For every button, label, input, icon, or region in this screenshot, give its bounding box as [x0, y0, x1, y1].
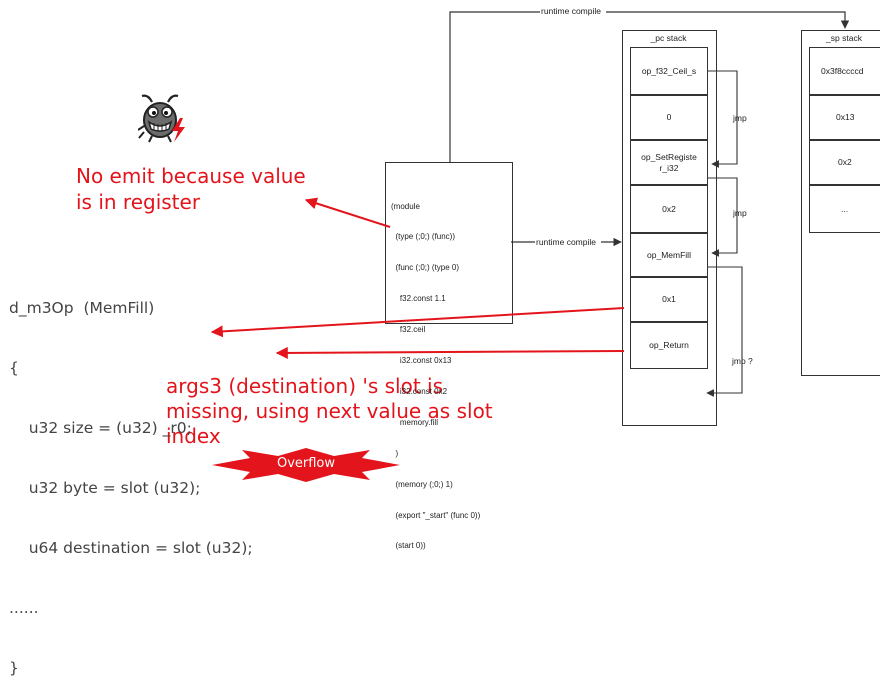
- pc-stack-cell: op_MemFill: [630, 233, 708, 277]
- sp-stack-cell: 0x13: [809, 95, 880, 140]
- overflow-label: Overflow: [276, 456, 336, 471]
- sp-stack-cell: 0x3f8ccccd: [809, 47, 880, 95]
- missing-note-line2: missing, using next value as slot: [166, 399, 493, 423]
- code-line: }: [9, 659, 19, 677]
- missing-slot-note: args3 (destination) 's slot is missing, …: [166, 374, 493, 449]
- register-note-line1: No emit because value: [76, 164, 306, 188]
- sp-stack-cell: ...: [809, 185, 880, 233]
- pc-stack-cell: 0x2: [630, 185, 708, 233]
- wat-line: (start 0)): [391, 541, 426, 551]
- register-note-line2: is in register: [76, 190, 201, 214]
- register-arrow: [304, 197, 391, 228]
- wat-line: (module: [391, 201, 420, 211]
- pc-stack-cell: 0x1: [630, 277, 708, 322]
- code-line: u32 size = (u32) _r0;: [9, 419, 192, 437]
- overflow-burst: [212, 448, 400, 482]
- jmp3-bracket: [706, 266, 743, 397]
- wat-line: i32.const 0x2: [391, 386, 448, 396]
- wat-line: (export "_start" (func 0)): [391, 510, 481, 520]
- byte-slot-arrow: [210, 307, 625, 338]
- wat-line: memory.fill: [391, 417, 438, 427]
- wat-line: (func (;0;) (type 0): [391, 263, 460, 273]
- wat-module-box: [385, 162, 513, 324]
- connector-overlay: runtime compile runtime compile jmp jmp …: [210, 5, 850, 397]
- runtime-compile-mid-label: runtime compile: [536, 237, 596, 247]
- sp-stack-cell: 0x2: [809, 140, 880, 185]
- pc-stack-title: _pc stack: [650, 33, 687, 43]
- jmp1-bracket: [708, 70, 738, 168]
- missing-note-line1: args3 (destination) 's slot is: [166, 374, 444, 398]
- wat-line: i32.const 0x13: [391, 356, 452, 366]
- pc-stack-cell: 0: [630, 95, 708, 140]
- code-line: {: [9, 359, 19, 377]
- missing-note-line3: index: [166, 424, 221, 448]
- bug-icon: [138, 94, 183, 143]
- pc-stack-cell: op_Return: [630, 322, 708, 369]
- jmp2-label: jmp: [732, 208, 747, 218]
- wat-line: (type (;0;) (func)): [391, 232, 456, 242]
- code-line: ......: [9, 599, 39, 617]
- code-line: d_m3Op (MemFill): [9, 299, 155, 317]
- runtime-compile-top-line: [449, 11, 850, 162]
- code-line: u64 destination = slot (u32);: [9, 539, 253, 557]
- wat-line: ): [391, 448, 399, 458]
- wat-line: f32.ceil: [391, 325, 426, 335]
- lightning-icon: [172, 118, 185, 142]
- pc-stack-cell: op_f32_Ceil_s: [630, 47, 708, 95]
- destination-slot-arrow: [275, 346, 625, 359]
- register-note: No emit because value is in register: [76, 163, 306, 215]
- jmp2-bracket: [708, 177, 738, 257]
- jmp1-label: jmp: [732, 113, 747, 123]
- jmp3-label: jmp ?: [731, 356, 753, 366]
- wat-line: f32.const 1.1: [391, 294, 446, 304]
- runtime-compile-top-label: runtime compile: [541, 6, 601, 16]
- pc-stack-cell: op_SetRegiste r_i32: [630, 140, 708, 185]
- sp-stack-title: _sp stack: [826, 33, 862, 43]
